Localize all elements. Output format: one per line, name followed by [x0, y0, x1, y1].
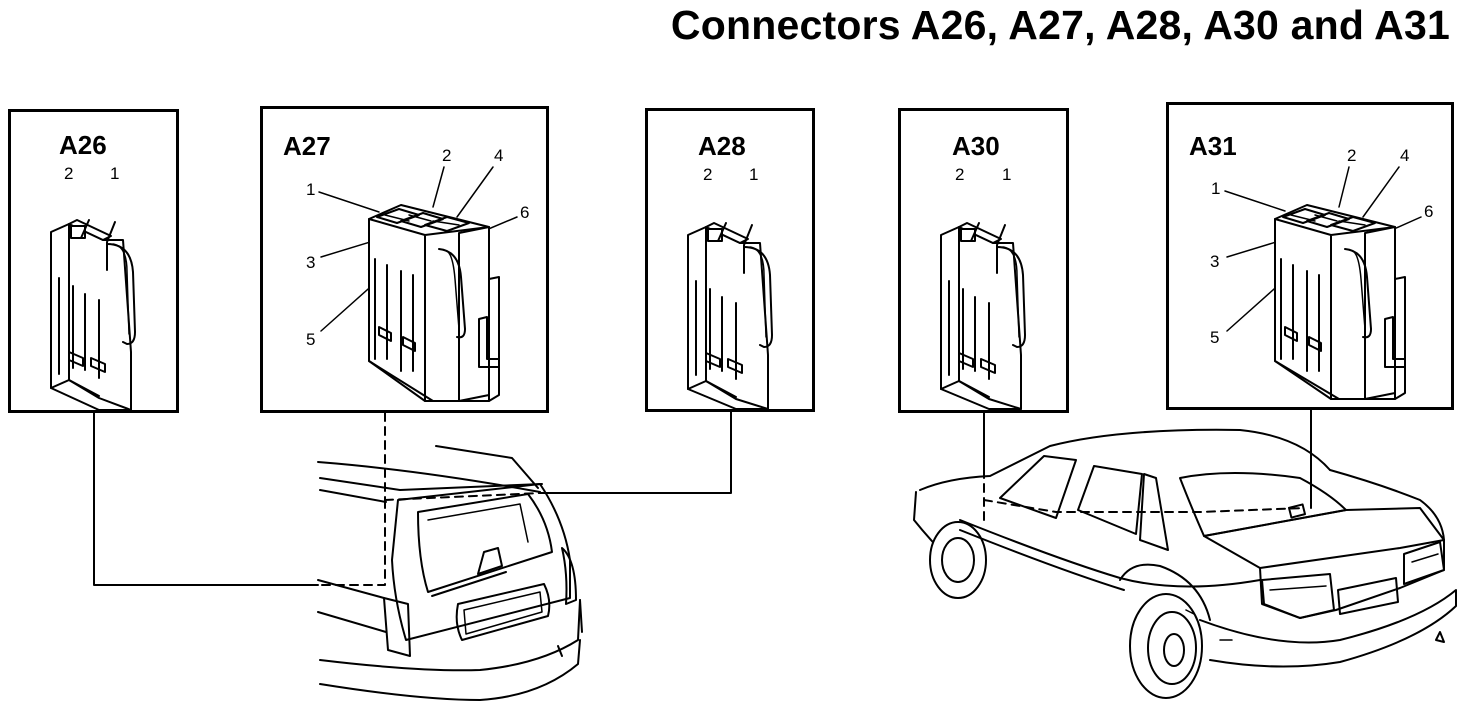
pin-label-6: 6: [1424, 202, 1434, 221]
pin-label-3: 3: [306, 253, 316, 272]
pin-label-2: 2: [703, 165, 713, 184]
pin-label-1: 1: [749, 165, 759, 184]
pin-label-1: 1: [306, 180, 316, 199]
pin-label-4: 4: [494, 146, 504, 165]
pin-label-2: 2: [1347, 146, 1357, 165]
pin-label-1: 1: [1211, 179, 1221, 198]
two-pin-connector-icon: [940, 222, 1026, 410]
two-pin-connector-icon: [50, 219, 136, 411]
connector-label-a27: A27: [283, 131, 331, 161]
pin-label-1: 1: [1002, 165, 1012, 184]
connector-label-a26: A26: [59, 130, 107, 160]
pin-label-2: 2: [442, 146, 452, 165]
connector-box-a28: A28 2 1: [645, 108, 815, 412]
six-pin-connector-icon: [318, 166, 518, 402]
pin-label-6: 6: [520, 203, 530, 222]
connector-box-a30: A30 2 1: [898, 108, 1069, 413]
connector-box-a27: A27 1 2 4 6 3 5: [260, 106, 549, 413]
six-pin-connector-icon: [1224, 166, 1422, 400]
pin-label-1: 1: [110, 164, 120, 183]
leader-line-a26: [93, 412, 319, 586]
pin-label-2: 2: [955, 165, 965, 184]
connector-label-a30: A30: [952, 131, 1000, 161]
pin-label-5: 5: [1210, 328, 1220, 347]
connector-label-a28: A28: [698, 131, 746, 161]
pin-label-4: 4: [1400, 146, 1410, 165]
pin-label-2: 2: [64, 164, 74, 183]
two-pin-connector-icon: [687, 222, 773, 410]
pin-label-5: 5: [306, 330, 316, 349]
pin-label-3: 3: [1210, 252, 1220, 271]
connector-box-a26: A26 2 1: [8, 109, 179, 413]
connector-label-a31: A31: [1189, 131, 1237, 161]
leader-line-a28: [539, 411, 732, 494]
connector-box-a31: A31 1 2 4 6 3 5: [1166, 102, 1454, 410]
page-title: Connectors A26, A27, A28, A30 and A31: [670, 2, 1450, 48]
